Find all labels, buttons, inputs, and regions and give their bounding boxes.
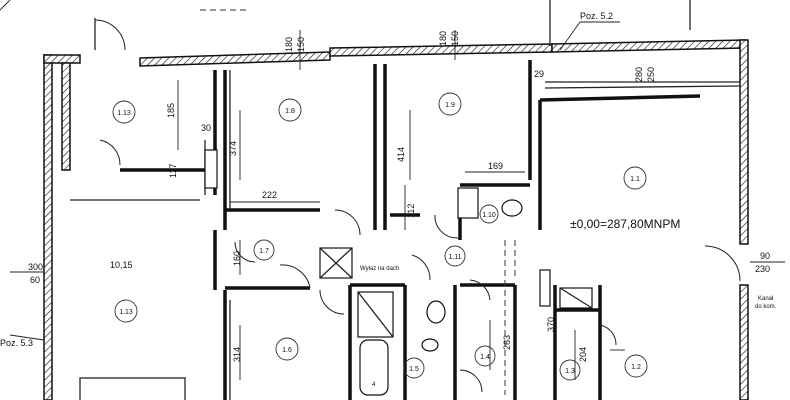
left-wall xyxy=(43,54,53,400)
room-label: 1.3 xyxy=(565,368,575,375)
poz-5-3-label: Poz. 5.3 xyxy=(0,338,33,348)
roof-hatch-label: Wyłaz na dach xyxy=(360,266,399,272)
right-wall-top xyxy=(739,39,749,245)
room-label: 1.13 xyxy=(117,110,131,117)
room-label: 1.10 xyxy=(482,212,496,219)
washbasin-icon xyxy=(501,199,523,217)
door-swings xyxy=(94,18,741,393)
room-label: 1.6 xyxy=(282,347,292,354)
dimension-labels: 180 150 180 150 280 250 185 374 414 30 1… xyxy=(28,31,770,388)
vent-stack-right xyxy=(539,269,551,307)
level-annotation: ±0,00=287,80MNPM xyxy=(570,217,680,231)
room-label: 1.13 xyxy=(119,309,133,316)
dim-label: 4 xyxy=(372,382,376,388)
sink-icon xyxy=(426,300,446,324)
dim-label: 263 xyxy=(502,335,512,350)
inner-lines xyxy=(70,70,593,400)
interior-walls xyxy=(120,60,701,400)
dim-label: 374 xyxy=(228,141,238,156)
dim-label: 29 xyxy=(534,69,544,79)
toilet-fixture xyxy=(457,187,479,219)
dim-label: 60 xyxy=(30,275,40,285)
dashed-lines xyxy=(200,9,516,395)
dim-label: 280 xyxy=(634,67,644,82)
room-label: 1.8 xyxy=(285,108,295,115)
dim-label: 250 xyxy=(646,67,656,82)
room-label: 1.5 xyxy=(409,366,419,373)
room-label: 1.4 xyxy=(480,354,490,361)
channel-label: Kanał xyxy=(758,296,774,302)
room-labels: 1.13 1.8 1.9 1.1 1.10 1.7 1.11 1.13 1.6 … xyxy=(117,102,641,375)
dim-label: 314 xyxy=(232,347,242,362)
dim-label: 222 xyxy=(262,190,277,200)
channel-label-2: do kom. xyxy=(755,304,777,310)
vent-stack-left xyxy=(204,149,218,189)
dim-label: 112 xyxy=(406,204,416,218)
dim-label: 370 xyxy=(546,317,556,332)
room-label: 1.9 xyxy=(445,102,455,109)
dim-label: 150 xyxy=(450,31,460,46)
room-label: 1.7 xyxy=(259,248,269,255)
dim-label: 185 xyxy=(166,103,176,118)
room-markers xyxy=(112,92,648,381)
dim-label: 117 xyxy=(168,164,178,178)
dim-label: 230 xyxy=(755,264,770,274)
dim-label: 169 xyxy=(488,161,503,171)
top-wall-mid xyxy=(139,51,331,67)
dim-label: 90 xyxy=(760,251,770,261)
room-label: 1.2 xyxy=(631,364,641,371)
dim-label: 414 xyxy=(396,147,406,162)
dim-label: 204 xyxy=(578,347,588,362)
room-label: 1.11 xyxy=(448,254,461,261)
dim-label: 180 xyxy=(284,37,294,52)
dim-label: 180 xyxy=(438,31,448,46)
top-wall-far xyxy=(551,39,746,53)
dim-label: 160 xyxy=(232,251,242,266)
bathtub-icon xyxy=(359,339,389,396)
dimension-lines xyxy=(0,0,785,380)
annotations: ±0,00=287,80MNPM Poz. 5.2 Poz. 5.3 Wyłaz… xyxy=(0,11,777,348)
dim-label: 150 xyxy=(296,37,306,52)
toilet-icon xyxy=(421,338,439,352)
left-inner-wall xyxy=(61,62,71,171)
top-left-wall xyxy=(43,54,81,64)
right-wall-bottom xyxy=(739,284,749,400)
balcony-zone xyxy=(544,0,741,89)
room-label: 1.1 xyxy=(630,176,640,183)
poz-5-2-label: Poz. 5.2 xyxy=(580,11,613,21)
exterior-walls xyxy=(43,39,749,400)
area-label: 10,15 xyxy=(110,260,133,270)
dim-label: 30 xyxy=(201,123,211,133)
dim-label: 300 xyxy=(28,262,43,272)
